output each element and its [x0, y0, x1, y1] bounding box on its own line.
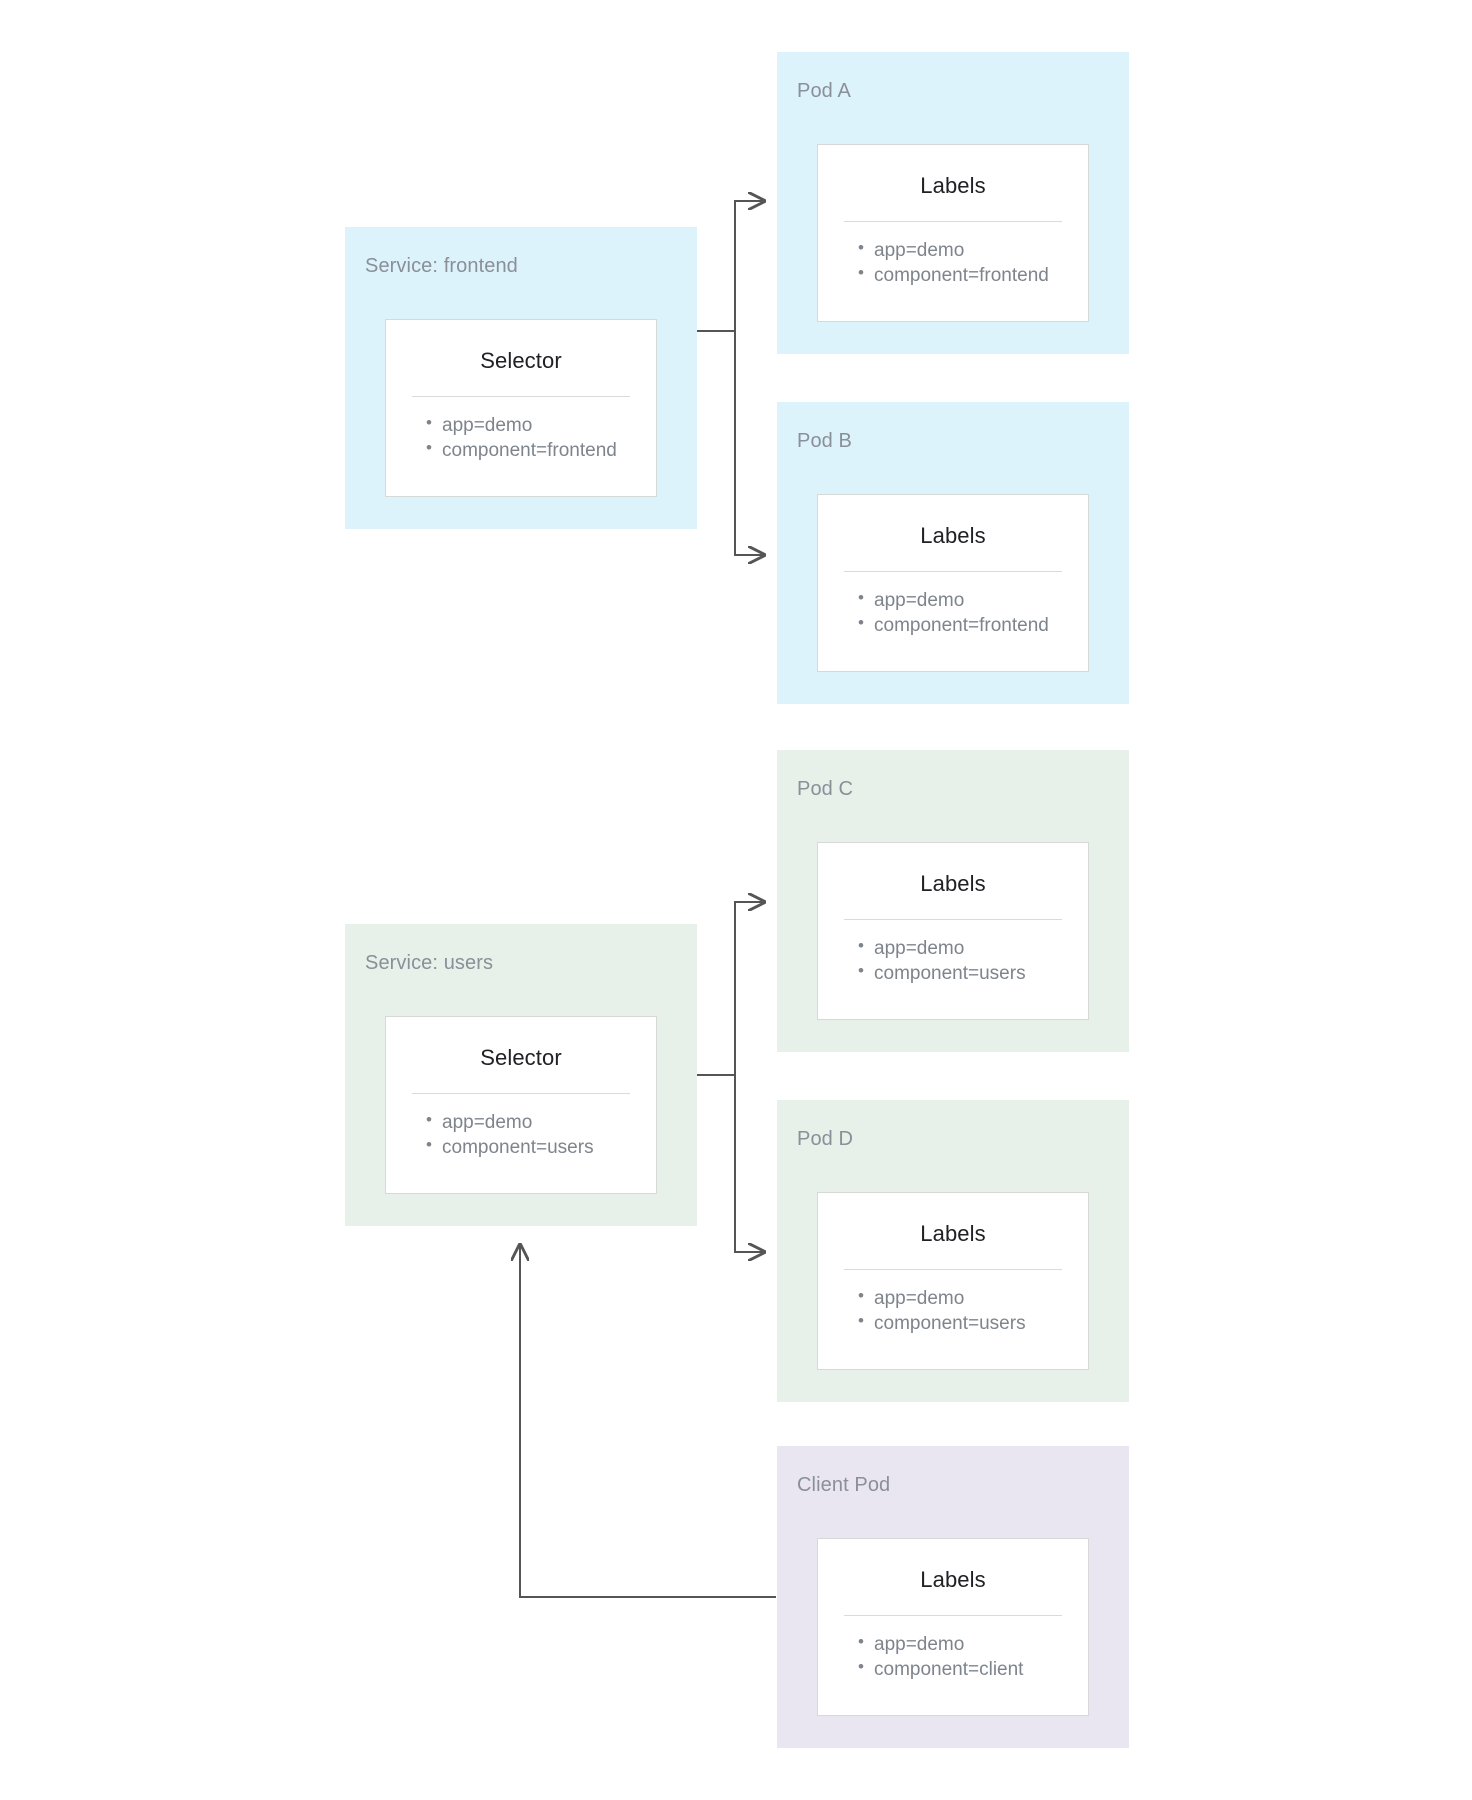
client-pod-labels-card[interactable]: Labels app=demo component=client: [817, 1538, 1089, 1716]
card-divider: [844, 919, 1062, 920]
card-divider: [844, 571, 1062, 572]
pod-a-group[interactable]: Pod A Labels app=demo component=frontend: [777, 52, 1129, 354]
service-users-title: Service: users: [365, 952, 494, 974]
list-item: component=users: [858, 1310, 1088, 1336]
list-item: app=demo: [426, 412, 656, 438]
service-frontend-selector-card[interactable]: Selector app=demo component=frontend: [385, 319, 657, 497]
card-divider: [412, 1093, 630, 1094]
list-item: app=demo: [858, 1285, 1088, 1311]
card-title: Labels: [920, 1567, 986, 1592]
pod-b-group[interactable]: Pod B Labels app=demo component=frontend: [777, 402, 1129, 704]
labels-list: app=demo component=client: [818, 1616, 1088, 1682]
client-pod-group[interactable]: Client Pod Labels app=demo component=cli…: [777, 1446, 1129, 1748]
pod-c-group[interactable]: Pod C Labels app=demo component=users: [777, 750, 1129, 1052]
service-frontend-title: Service: frontend: [365, 255, 518, 277]
card-title: Selector: [480, 348, 562, 373]
pod-b-labels-card[interactable]: Labels app=demo component=frontend: [817, 494, 1089, 672]
labels-list: app=demo component=frontend: [818, 572, 1088, 638]
list-item: component=frontend: [858, 262, 1088, 288]
list-item: app=demo: [858, 237, 1088, 263]
selector-label-list: app=demo component=frontend: [386, 397, 656, 463]
service-frontend-group[interactable]: Service: frontend Selector app=demo comp…: [345, 227, 697, 529]
card-divider: [844, 1615, 1062, 1616]
card-title: Labels: [920, 523, 986, 548]
labels-list: app=demo component=frontend: [818, 222, 1088, 288]
list-item: app=demo: [858, 1631, 1088, 1657]
list-item: app=demo: [858, 587, 1088, 613]
list-item: component=users: [858, 960, 1088, 986]
labels-list: app=demo component=users: [818, 920, 1088, 986]
list-item: component=frontend: [426, 437, 656, 463]
card-divider: [844, 221, 1062, 222]
client-pod-title: Client Pod: [797, 1474, 891, 1496]
pod-a-labels-card[interactable]: Labels app=demo component=frontend: [817, 144, 1089, 322]
pod-b-title: Pod B: [797, 430, 852, 452]
card-title: Labels: [920, 1221, 986, 1246]
list-item: component=client: [858, 1656, 1088, 1682]
list-item: app=demo: [858, 935, 1088, 961]
card-divider: [844, 1269, 1062, 1270]
card-title: Labels: [920, 173, 986, 198]
card-title: Selector: [480, 1045, 562, 1070]
selector-label-list: app=demo component=users: [386, 1094, 656, 1160]
card-title: Labels: [920, 871, 986, 896]
pod-c-title: Pod C: [797, 778, 854, 800]
pod-d-group[interactable]: Pod D Labels app=demo component=users: [777, 1100, 1129, 1402]
list-item: component=users: [426, 1134, 656, 1160]
pod-c-labels-card[interactable]: Labels app=demo component=users: [817, 842, 1089, 1020]
edge-client-to-users-service: [520, 1245, 776, 1598]
labels-list: app=demo component=users: [818, 1270, 1088, 1336]
list-item: app=demo: [426, 1109, 656, 1135]
card-divider: [412, 396, 630, 397]
service-users-group[interactable]: Service: users Selector app=demo compone…: [345, 924, 697, 1226]
pod-d-labels-card[interactable]: Labels app=demo component=users: [817, 1192, 1089, 1370]
list-item: component=frontend: [858, 612, 1088, 638]
pod-a-title: Pod A: [797, 80, 851, 102]
service-users-selector-card[interactable]: Selector app=demo component=users: [385, 1016, 657, 1194]
pod-d-title: Pod D: [797, 1128, 854, 1150]
